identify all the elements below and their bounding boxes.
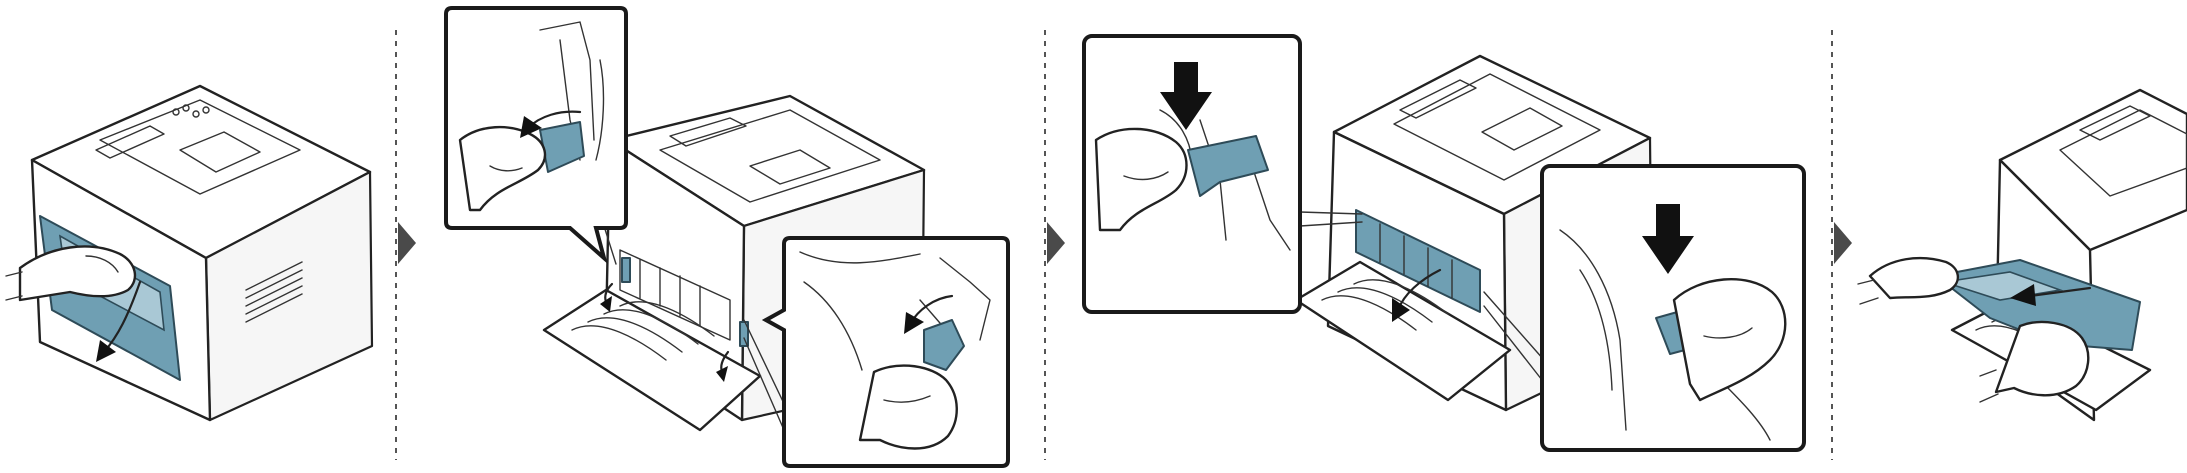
step-3-inset-left-lever xyxy=(1082,34,1302,314)
step-3-press-fuser-levers-illustration xyxy=(1082,34,1806,452)
next-step-arrow-icon-2 xyxy=(1047,222,1065,264)
step-2-lower-fuser-levers-illustration xyxy=(444,6,1010,468)
next-step-arrow-icon-1 xyxy=(398,222,416,264)
step-4-pull-jammed-paper-illustration xyxy=(1857,88,2187,422)
next-step-arrow-icon-3 xyxy=(1834,222,1852,264)
step-2-inset-upper-lever xyxy=(444,6,628,264)
step-3-inset-right-lever xyxy=(1540,164,1806,452)
step-2-inset-lower-lever xyxy=(761,236,1010,468)
step-1-open-rear-cover-illustration xyxy=(5,84,374,422)
